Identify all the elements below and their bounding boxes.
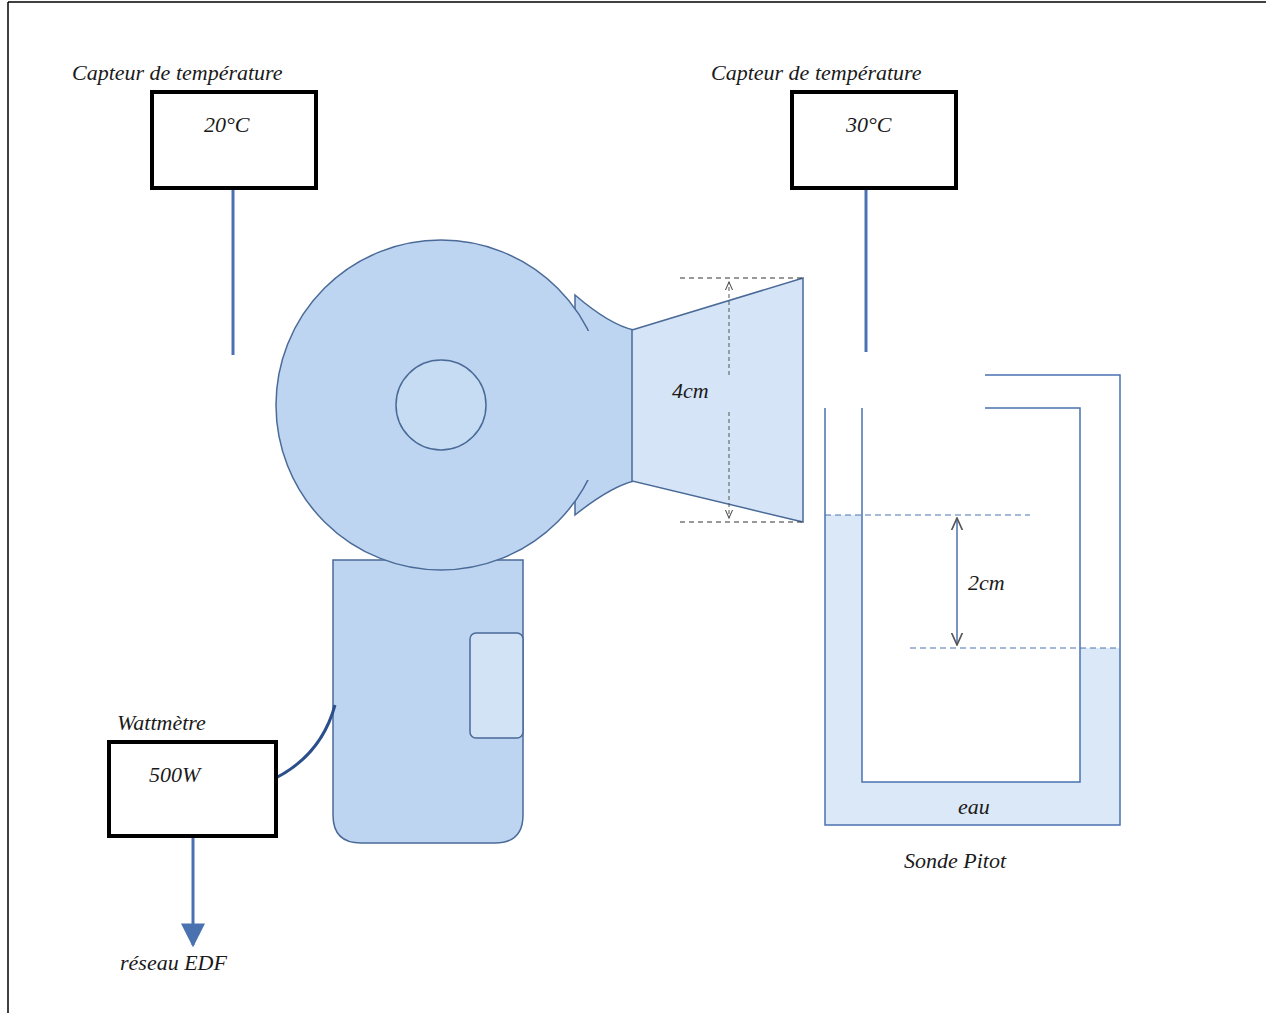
temperature-sensor: Capteur de température30°C	[790, 90, 958, 190]
level-line	[825, 515, 1030, 516]
reading-value: 30°C	[846, 112, 891, 138]
sensor-probe	[865, 190, 868, 352]
dryer-motor	[396, 360, 486, 450]
grid-arrow	[192, 838, 195, 945]
dimension-label: 4cm	[672, 378, 709, 404]
temperature-sensor: Capteur de température20°C	[150, 90, 318, 190]
water	[825, 515, 1120, 825]
dimension-line	[680, 522, 803, 523]
reading-value: 500W	[149, 762, 200, 788]
frame	[7, 2, 9, 1013]
dryer-body	[276, 240, 606, 570]
frame	[8, 1, 1266, 3]
dimension-arrow	[956, 518, 958, 645]
dimension-arrow	[729, 412, 730, 518]
level-line	[910, 648, 1120, 649]
dryer-switch	[470, 633, 523, 738]
pitot-tube-inner	[862, 408, 1080, 782]
part-label: réseau EDF	[120, 950, 227, 976]
sensor-probe	[232, 190, 235, 355]
reading-value: 20°C	[204, 112, 249, 138]
part-label: Sonde Pitot	[904, 848, 1006, 874]
part-label: eau	[958, 794, 990, 820]
dimension-arrow	[729, 282, 730, 375]
dryer-nozzle	[632, 278, 803, 522]
dimension-label: 2cm	[968, 570, 1005, 596]
dryer-handle	[333, 560, 523, 843]
box-heading: Capteur de température	[711, 60, 922, 86]
wattmeter: Wattmètre500W	[107, 740, 278, 838]
box-heading: Wattmètre	[117, 710, 206, 736]
dryer-neck-fill	[560, 331, 636, 480]
box-heading: Capteur de température	[72, 60, 283, 86]
pitot-tube-outer	[825, 375, 1120, 825]
dimension-line	[680, 278, 803, 279]
